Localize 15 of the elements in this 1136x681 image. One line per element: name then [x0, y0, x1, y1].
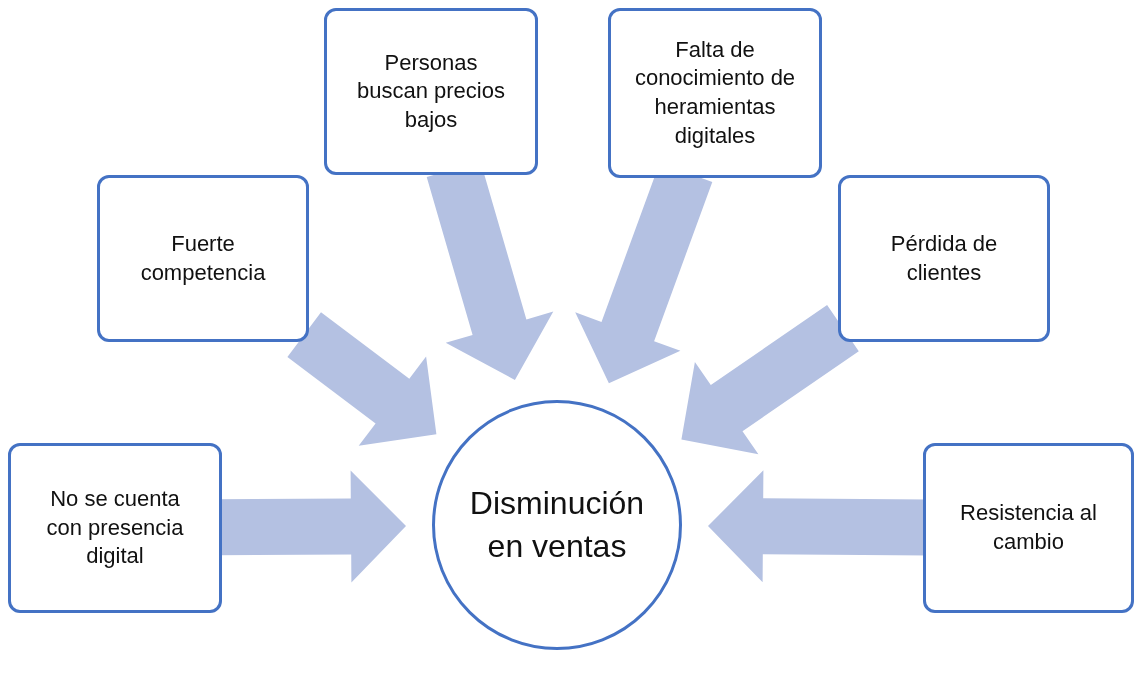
node-text: Personas buscan precios bajos	[356, 48, 506, 134]
block-arrow	[287, 312, 437, 446]
cause-box	[8, 443, 222, 613]
cause-box	[97, 175, 309, 342]
node-text: Disminución en ventas	[469, 483, 645, 566]
node-text: No se cuenta con presencia digital	[45, 485, 185, 571]
cause-box	[608, 8, 822, 178]
node-text: Fuerte competencia	[139, 229, 267, 287]
node-text: Falta de conocimiento de heramientas digitales	[633, 35, 797, 150]
node-text: Pérdida de clientes	[889, 229, 999, 287]
block-arrow	[681, 305, 859, 455]
cause-box	[324, 8, 538, 175]
cause-box	[923, 443, 1134, 613]
cause-box	[838, 175, 1050, 342]
node-text: Resistencia al cambio	[959, 499, 1098, 556]
